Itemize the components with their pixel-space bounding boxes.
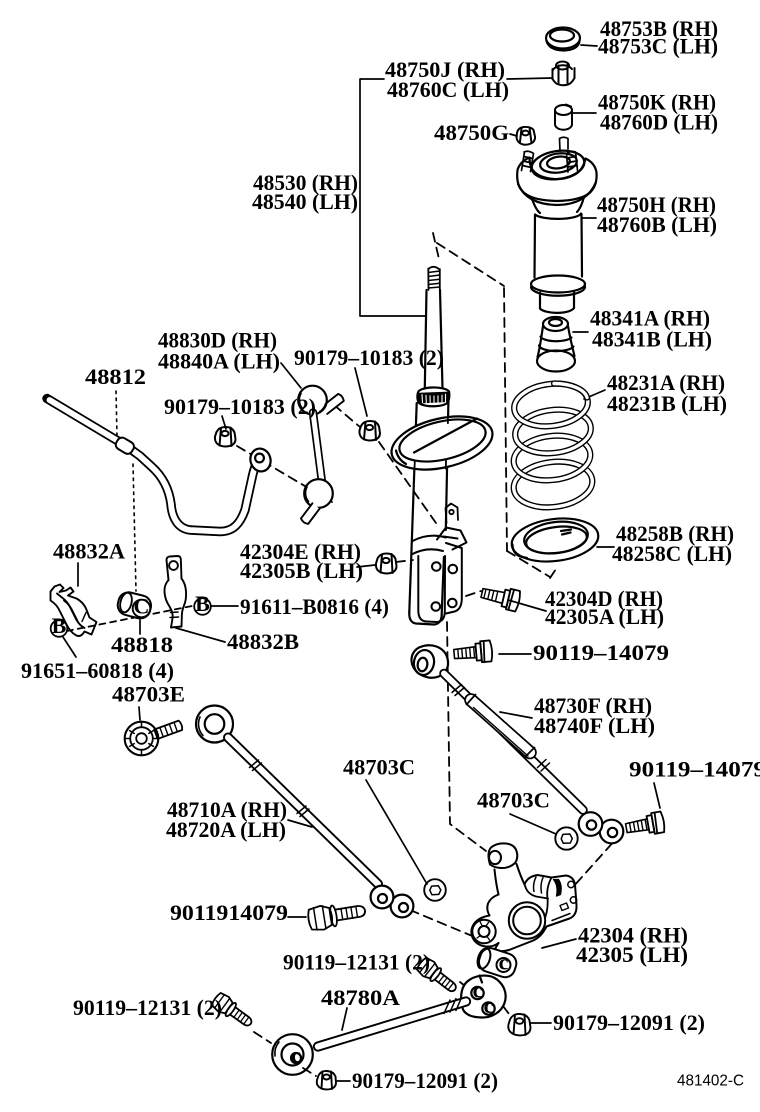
svg-text:48703E: 48703E — [112, 682, 185, 707]
svg-text:42304D (RH): 42304D (RH) — [545, 586, 663, 611]
svg-text:48231A (RH): 48231A (RH) — [607, 370, 725, 395]
svg-text:91651–60818 (4): 91651–60818 (4) — [21, 658, 174, 683]
svg-text:42304E (RH): 42304E (RH) — [240, 539, 361, 564]
svg-text:42304 (RH): 42304 (RH) — [578, 923, 688, 948]
svg-text:42305 (LH): 42305 (LH) — [576, 942, 688, 967]
svg-text:c: c — [499, 950, 509, 975]
svg-text:9011914079: 9011914079 — [170, 900, 288, 925]
svg-text:48832A: 48832A — [53, 539, 125, 564]
svg-text:48760B (LH): 48760B (LH) — [597, 212, 717, 237]
svg-text:48703C: 48703C — [477, 788, 550, 813]
svg-text:48780A: 48780A — [321, 985, 400, 1010]
svg-text:48750H (RH): 48750H (RH) — [597, 192, 716, 217]
svg-text:90119–12131 (2): 90119–12131 (2) — [283, 950, 430, 975]
svg-text:B: B — [52, 613, 67, 638]
svg-text:48258B (RH): 48258B (RH) — [616, 521, 734, 546]
svg-text:48231B (LH): 48231B (LH) — [607, 391, 727, 416]
svg-text:48258C (LH): 48258C (LH) — [612, 541, 732, 566]
svg-text:48760D (LH): 48760D (LH) — [600, 110, 718, 135]
svg-text:48812: 48812 — [85, 364, 146, 389]
svg-text:90179–10183 (2): 90179–10183 (2) — [294, 345, 444, 370]
svg-text:90179–12091 (2): 90179–12091 (2) — [553, 1010, 705, 1035]
svg-text:48750G: 48750G — [434, 120, 509, 145]
svg-text:42305A (LH): 42305A (LH) — [545, 604, 664, 629]
svg-text:48740F (LH): 48740F (LH) — [534, 713, 655, 738]
svg-text:48840A (LH): 48840A (LH) — [158, 349, 280, 374]
svg-text:48760C (LH): 48760C (LH) — [387, 77, 509, 102]
svg-text:48530 (RH): 48530 (RH) — [253, 170, 358, 195]
svg-text:48720A (LH): 48720A (LH) — [166, 817, 286, 842]
svg-text:c: c — [473, 978, 483, 1003]
svg-text:48750J (RH): 48750J (RH) — [385, 57, 505, 82]
svg-text:48750K (RH): 48750K (RH) — [598, 90, 716, 115]
svg-text:48341B (LH): 48341B (LH) — [592, 327, 712, 352]
svg-text:90119–14079: 90119–14079 — [629, 757, 760, 782]
svg-text:B: B — [195, 591, 210, 616]
svg-text:C: C — [134, 594, 150, 619]
svg-text:48540 (LH): 48540 (LH) — [252, 189, 358, 214]
svg-text:48703C: 48703C — [343, 755, 415, 780]
svg-text:48753B (RH): 48753B (RH) — [600, 16, 718, 41]
svg-text:91611–B0816 (4): 91611–B0816 (4) — [240, 594, 389, 619]
svg-text:42305B (LH): 42305B (LH) — [240, 558, 363, 583]
svg-text:48710A (RH): 48710A (RH) — [167, 797, 287, 822]
svg-text:48832B: 48832B — [227, 629, 299, 654]
svg-text:c: c — [484, 993, 494, 1018]
svg-text:90179–12091 (2): 90179–12091 (2) — [352, 1068, 498, 1093]
svg-text:481402-C: 481402-C — [677, 1073, 744, 1090]
svg-text:48341A (RH): 48341A (RH) — [590, 306, 710, 331]
svg-text:90179–10183 (2): 90179–10183 (2) — [164, 394, 316, 419]
svg-text:48818: 48818 — [111, 632, 173, 657]
svg-text:c: c — [291, 1043, 301, 1068]
svg-text:48830D (RH): 48830D (RH) — [158, 328, 277, 353]
svg-text:48730F (RH): 48730F (RH) — [534, 693, 652, 718]
svg-text:48753C (LH): 48753C (LH) — [598, 34, 718, 59]
svg-text:90119–14079: 90119–14079 — [533, 640, 669, 665]
svg-text:90119–12131 (2): 90119–12131 (2) — [73, 995, 222, 1020]
